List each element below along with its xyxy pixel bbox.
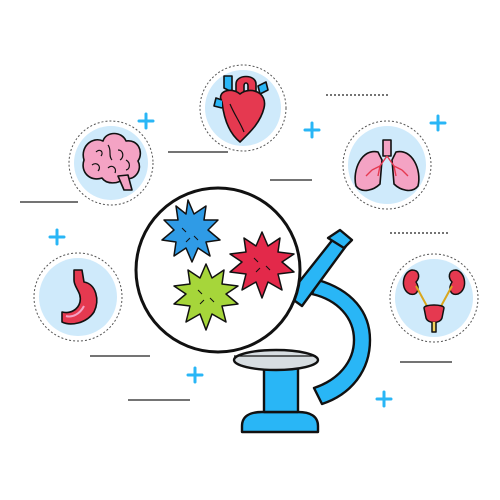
stomach-icon xyxy=(61,269,98,325)
virus-icon xyxy=(229,231,295,299)
plus-icon xyxy=(48,228,66,246)
plus-icon xyxy=(375,390,393,408)
stomach-badge xyxy=(33,252,123,342)
plus-icon xyxy=(186,366,204,384)
heart-icon xyxy=(213,75,269,143)
lungs-badge xyxy=(342,120,432,210)
microscope-icon xyxy=(232,228,372,434)
kidneys-badge xyxy=(389,253,479,343)
decorative-lines xyxy=(20,94,452,401)
lungs-icon xyxy=(354,139,420,192)
virus-icon xyxy=(173,263,239,331)
kidneys-icon xyxy=(402,269,466,333)
plus-icons xyxy=(48,112,447,408)
virus-icon xyxy=(161,199,221,263)
plus-icon xyxy=(303,121,321,139)
plus-icon xyxy=(137,112,155,130)
heart-badge xyxy=(199,64,287,152)
plus-icon xyxy=(429,114,447,132)
brain-badge xyxy=(68,120,154,206)
brain-icon xyxy=(82,132,142,191)
magnified-view xyxy=(134,186,302,354)
